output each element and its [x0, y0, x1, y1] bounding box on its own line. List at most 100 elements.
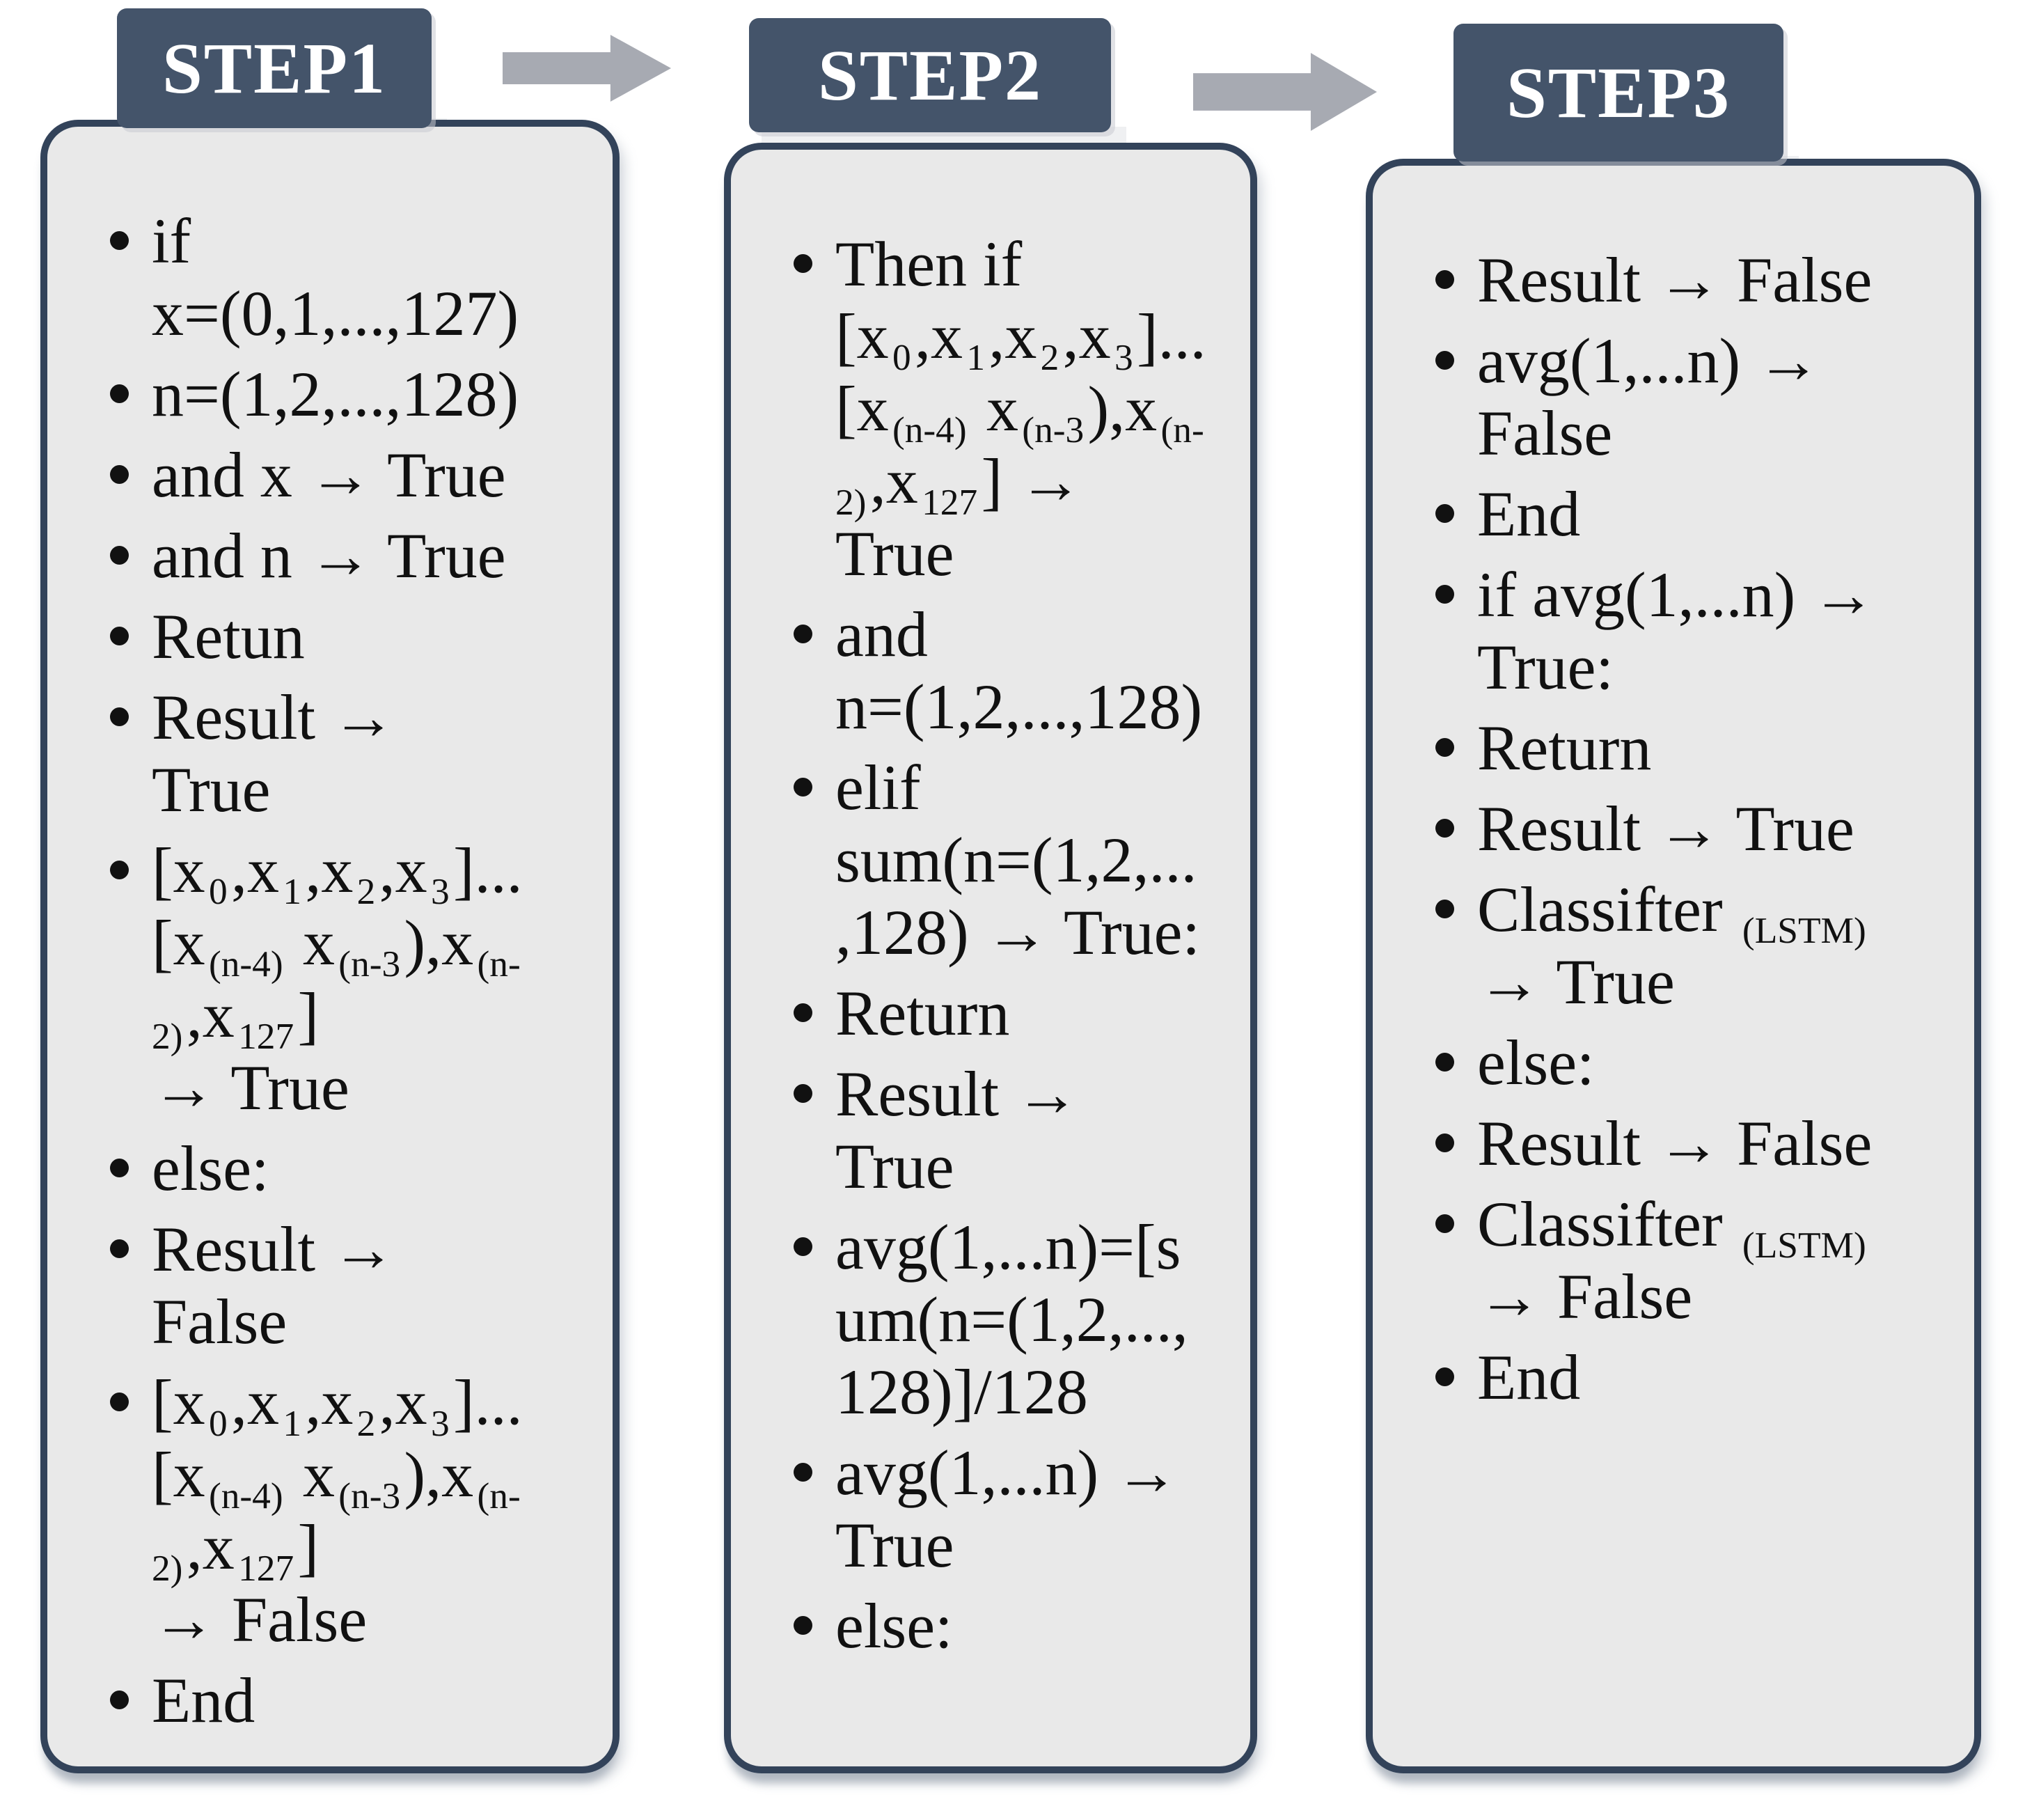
bullet-item: if x=(0,1,...,127)	[110, 205, 583, 350]
bullet-item: avg(1,...n)=[s um(n=(1,2,..., 128)]/128	[794, 1211, 1221, 1428]
bullet-item: Result → False	[1435, 244, 1945, 316]
subscript-text: (LSTM)	[1742, 909, 1866, 952]
step1-title: STEP1	[161, 28, 387, 109]
right-arrow-icon	[503, 35, 671, 102]
bullet-item: avg(1,...n) → True	[794, 1436, 1221, 1581]
bullet-text: if avg(1,...n) → True:	[1477, 559, 1876, 703]
bullet-text: [x	[152, 1367, 205, 1438]
subscript-text: 2	[1040, 336, 1059, 379]
subscript-text: (n-3	[1022, 409, 1085, 451]
bullet-text: n=(1,2,...,128)	[152, 359, 519, 430]
bullet-item: else:	[110, 1132, 583, 1205]
bullet-text: Result → True	[1477, 793, 1854, 864]
bullet-item: [x0,x1,x2,x3]...[x(n-4) x(n-3),x(n-2),x1…	[110, 1366, 583, 1656]
bullet-text: ] → True	[152, 980, 349, 1123]
bullet-item: Result → True	[1435, 792, 1945, 865]
step1-tab: STEP1	[117, 8, 432, 128]
step2-title: STEP2	[817, 35, 1043, 116]
bullet-item: Classifter (LSTM) → False	[1435, 1188, 1945, 1333]
step1-panel: if x=(0,1,...,127) n=(1,2,...,128) and x →…	[40, 120, 620, 1773]
bullet-item: Then if [x0,x1,x2,x3]...[x(n-4) x(n-3),x…	[794, 228, 1221, 590]
step3-title: STEP3	[1506, 52, 1731, 133]
bullet-item: End	[1435, 1341, 1945, 1413]
bullet-text: End	[152, 1665, 255, 1736]
bullet-text: Return	[835, 978, 1010, 1049]
bullet-text: ] → False	[152, 1512, 368, 1655]
bullet-item: else:	[794, 1590, 1221, 1662]
step2-panel: Then if [x0,x1,x2,x3]...[x(n-4) x(n-3),x…	[724, 143, 1257, 1773]
bullet-text: else:	[152, 1133, 269, 1204]
bullet-item: and n → True	[110, 519, 583, 592]
bullet-text: Return	[1477, 712, 1652, 783]
subscript-text: 127	[922, 481, 978, 524]
bullet-item: avg(1,...n) → False	[1435, 324, 1945, 469]
bullet-text: ]...[x	[152, 835, 523, 978]
bullet-text: x	[286, 907, 335, 978]
bullet-text: else:	[835, 1590, 953, 1661]
subscript-text: 3	[1114, 336, 1133, 379]
bullet-text: else:	[1477, 1027, 1595, 1098]
bullet-text: Classifter	[1477, 874, 1739, 945]
bullet-item: Return	[1435, 712, 1945, 784]
bullet-item: Result → False	[110, 1213, 583, 1358]
bullet-item: End	[110, 1664, 583, 1736]
bullet-text: Classifter	[1477, 1189, 1739, 1260]
bullet-text: [x	[152, 835, 205, 906]
right-arrow-icon	[1193, 53, 1377, 131]
bullet-item: n=(1,2,...,128)	[110, 358, 583, 430]
subscript-text: 2	[356, 1402, 376, 1445]
bullet-text: Result → False	[1477, 1108, 1873, 1179]
subscript-text: 0	[208, 870, 228, 913]
subscript-text: (n-4)	[892, 409, 967, 451]
bullet-text: avg(1,...n) → False	[1477, 325, 1821, 469]
bullet-text: x	[286, 1439, 335, 1510]
subscript-text: 3	[431, 870, 450, 913]
subscript-text: 3	[431, 1402, 450, 1445]
subscript-text: (n-2)	[835, 409, 1204, 524]
bullet-text: avg(1,...n)=[s um(n=(1,2,..., 128)]/128	[835, 1211, 1188, 1427]
step2-bullet-list: Then if [x0,x1,x2,x3]...[x(n-4) x(n-3),x…	[731, 150, 1250, 1662]
bullet-item: if avg(1,...n) → True:	[1435, 558, 1945, 703]
subscript-text: (n-4)	[208, 1475, 283, 1517]
bullet-text: ]...[x	[152, 1367, 523, 1510]
bullet-text: ,x	[914, 301, 963, 372]
bullet-text: ,x	[186, 980, 235, 1051]
bullet-text: Then if [x	[835, 228, 1039, 372]
bullet-text: ,x	[305, 1367, 354, 1438]
bullet-text: and n=(1,2,...,128)	[835, 599, 1203, 742]
bullet-text: ,x	[379, 835, 427, 906]
bullet-text: → True	[1477, 946, 1675, 1017]
bullet-item: Classifter (LSTM) → True	[1435, 873, 1945, 1018]
bullet-text: ,x	[305, 835, 354, 906]
step2-tab: STEP2	[749, 18, 1111, 132]
bullet-text: Result → True	[152, 682, 396, 825]
bullet-text: ] → True	[835, 446, 1083, 589]
bullet-item: else:	[1435, 1026, 1945, 1099]
step3-tab: STEP3	[1453, 24, 1783, 162]
bullet-item: Return	[794, 977, 1221, 1049]
bullet-item: and x → True	[110, 439, 583, 511]
bullet-text: End	[1477, 1342, 1581, 1413]
bullet-text: Retun	[152, 601, 305, 672]
bullet-text: and n → True	[152, 520, 506, 591]
bullet-text: ),x	[1087, 373, 1158, 444]
bullet-text: x	[970, 373, 1018, 444]
bullet-text: ,x	[869, 446, 918, 517]
bullet-text: ,x	[230, 835, 279, 906]
bullet-item: Result → True	[794, 1058, 1221, 1202]
bullet-item: Result → False	[1435, 1107, 1945, 1179]
bullet-text: → False	[1477, 1261, 1693, 1332]
subscript-text: 1	[966, 336, 985, 379]
subscript-text: 1	[283, 870, 301, 913]
bullet-text: if x=(0,1,...,127)	[152, 205, 519, 349]
subscript-text: (n-2)	[152, 943, 521, 1058]
bullet-text: ),x	[404, 907, 474, 978]
bullet-text: Result → False	[152, 1214, 396, 1357]
bullet-text: ,x	[1062, 301, 1111, 372]
bullet-text: Result → True	[835, 1058, 1080, 1202]
bullet-text: ,x	[988, 301, 1037, 372]
bullet-item: elif sum(n=(1,2,... ,128) → True:	[794, 751, 1221, 968]
subscript-text: 0	[892, 336, 911, 379]
bullet-item: End	[1435, 478, 1945, 550]
